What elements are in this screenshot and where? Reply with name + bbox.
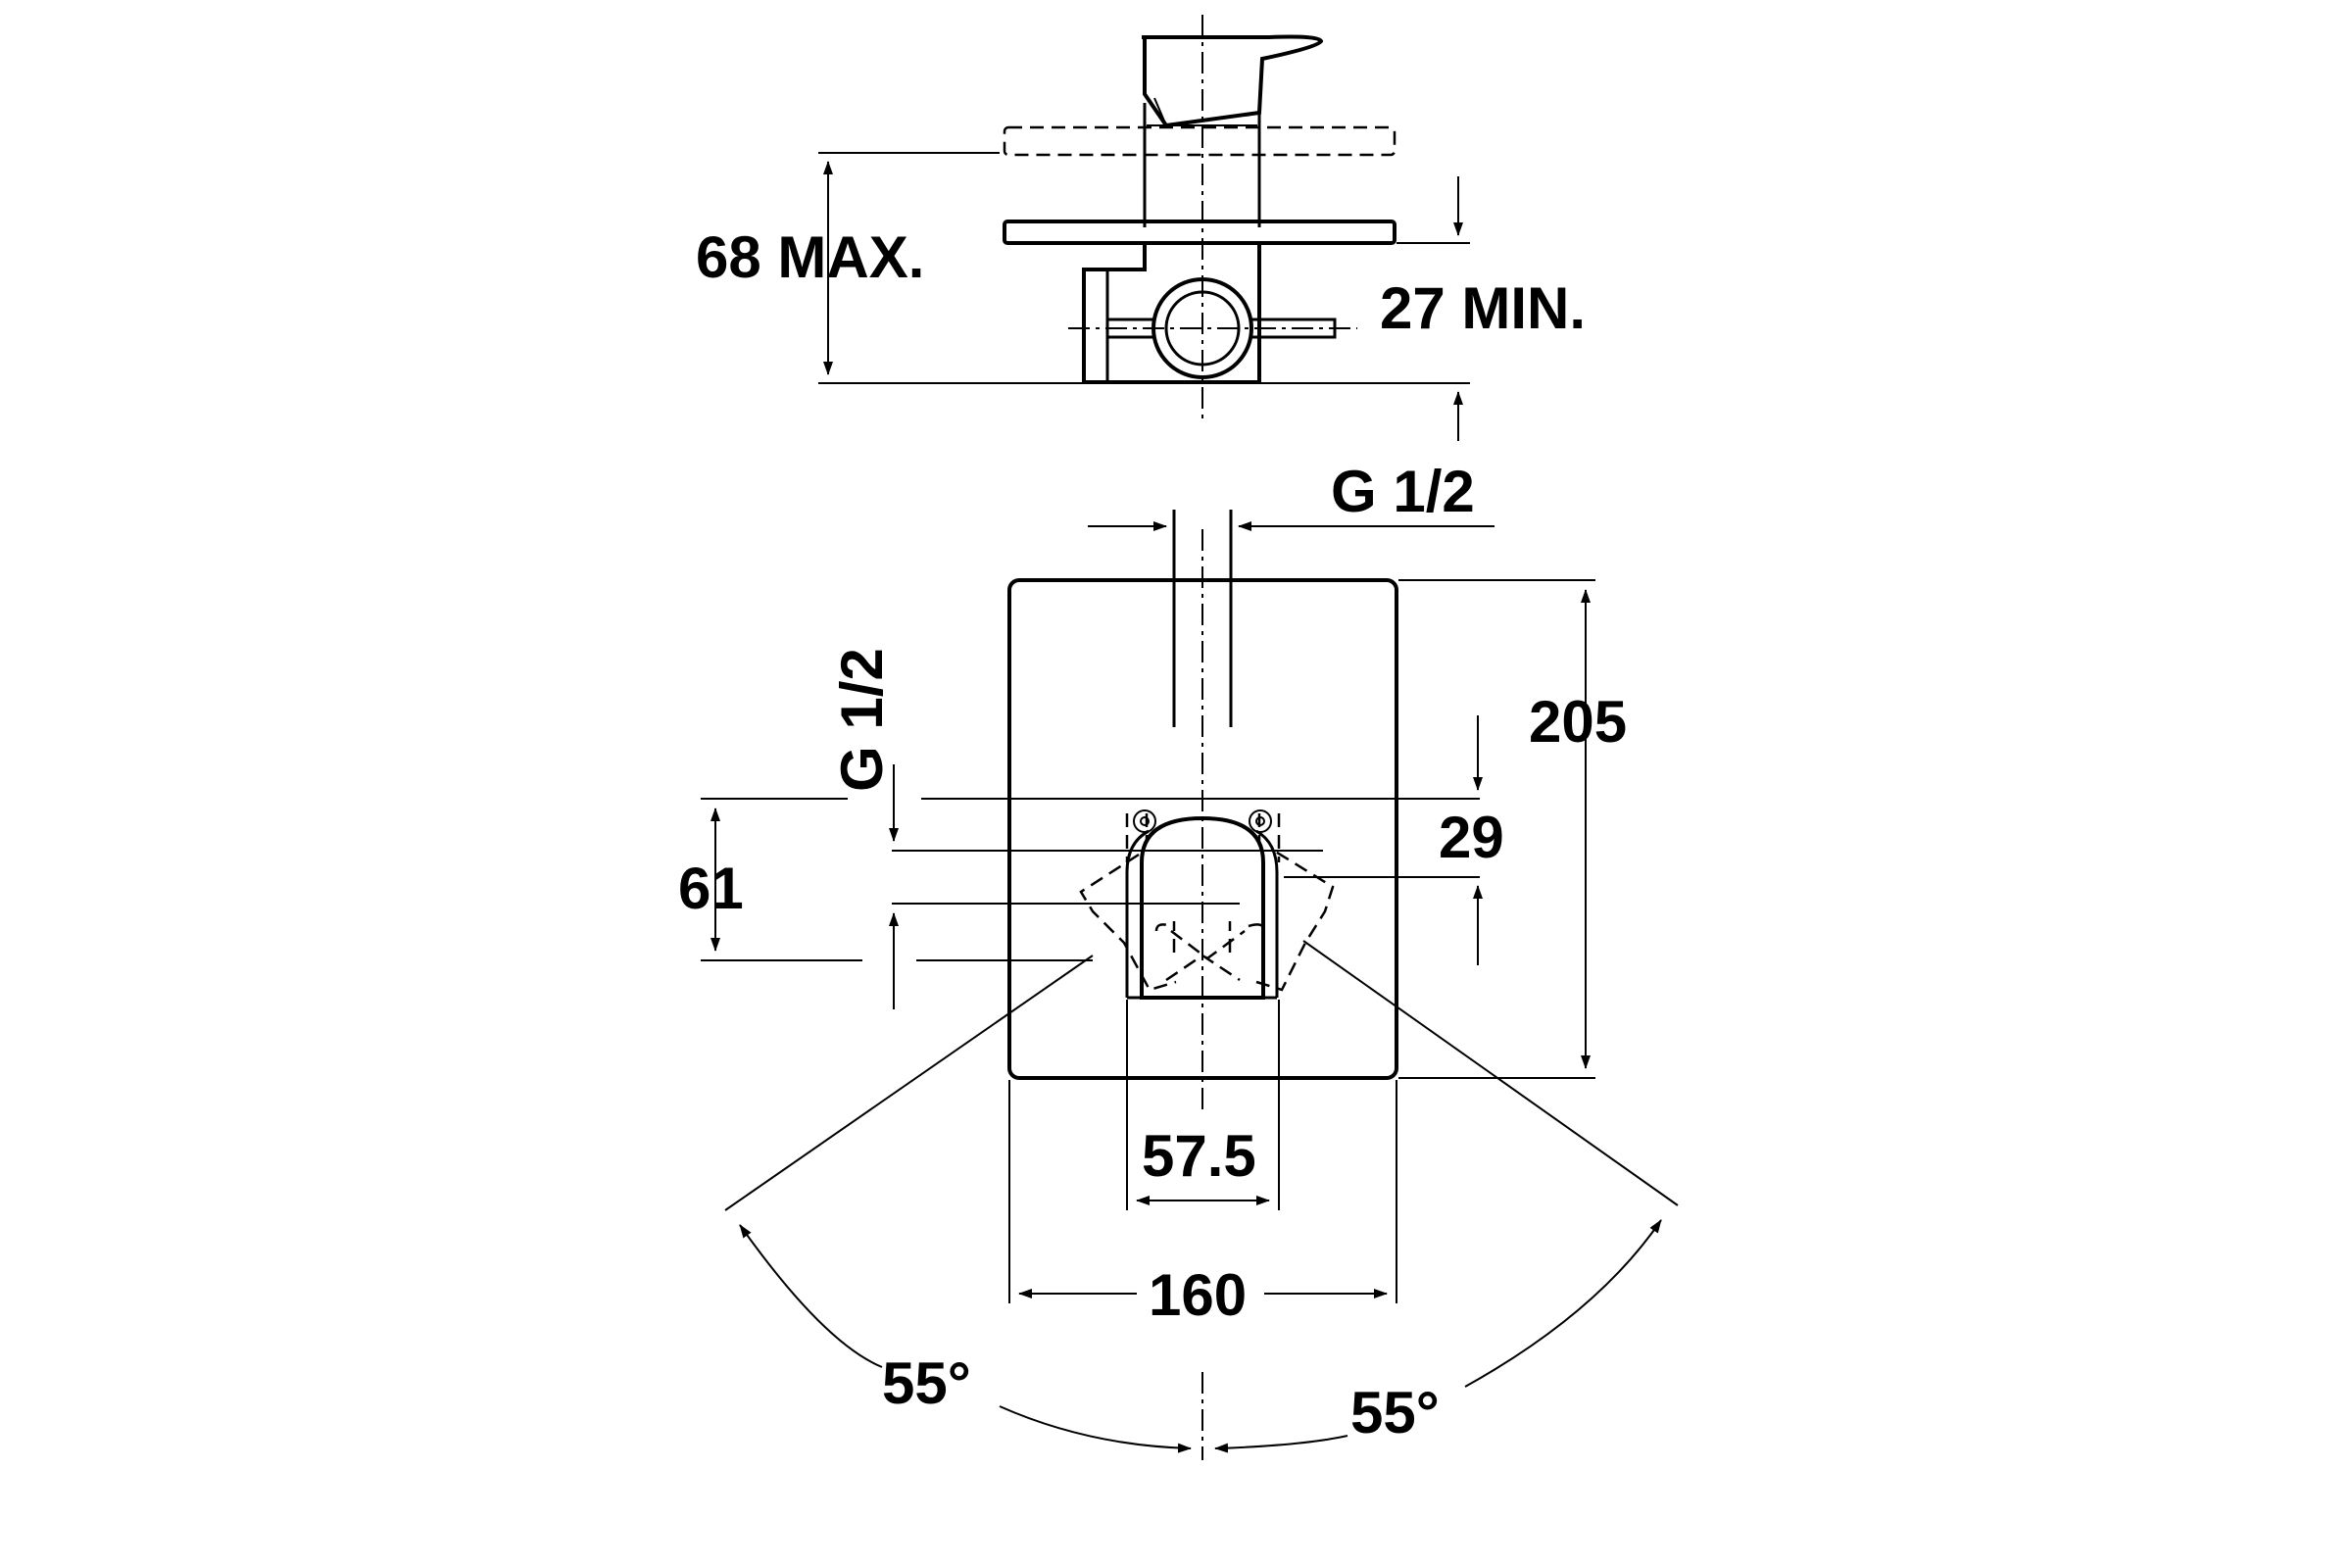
label-57-5: 57.5 — [1142, 1123, 1256, 1189]
lever-handle — [1142, 34, 1324, 128]
mounting-screw-left — [1133, 809, 1156, 833]
label-205: 205 — [1529, 689, 1627, 755]
label-angle-left: 55° — [882, 1350, 971, 1416]
valve-body-side — [1082, 243, 1261, 384]
diverter-outline-dashed — [1079, 849, 1335, 992]
label-angle-right: 55° — [1350, 1380, 1440, 1446]
label-61: 61 — [678, 856, 744, 921]
front-view: G 1/2 205 29 61 G 1/2 57.5 160 — [678, 459, 1679, 1460]
label-160: 160 — [1149, 1262, 1247, 1328]
label-g12-side: G 1/2 — [829, 648, 895, 792]
label-g12-top: G 1/2 — [1331, 459, 1475, 524]
label-27-min: 27 MIN. — [1380, 275, 1586, 341]
angle-ray-right — [1302, 940, 1679, 1206]
faceplate-side — [1003, 220, 1396, 245]
faceplate-outline-dashed — [1003, 125, 1396, 157]
angle-ray-left — [724, 955, 1094, 1211]
label-68-max: 68 MAX. — [696, 224, 924, 290]
label-29: 29 — [1439, 805, 1504, 870]
side-view: 68 MAX. 27 MIN. — [696, 15, 1586, 441]
handle-front — [1140, 815, 1265, 1000]
